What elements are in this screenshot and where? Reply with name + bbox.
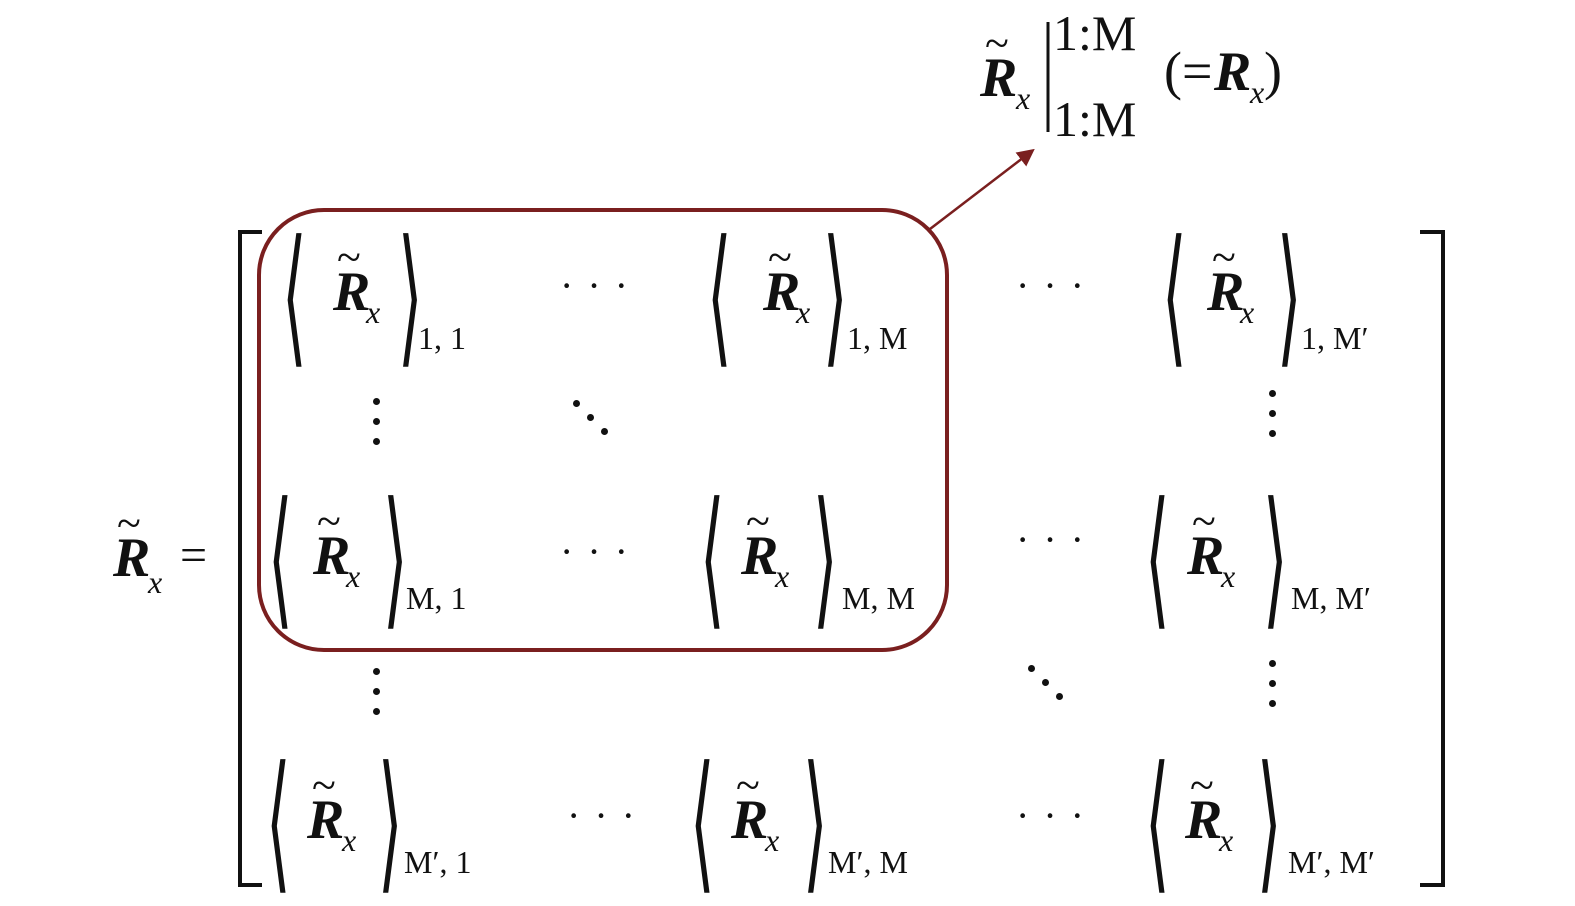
left-matrix-bracket xyxy=(238,230,262,887)
symbol-subscript: x xyxy=(775,558,790,594)
entry-index: 1, M xyxy=(847,320,908,356)
submatrix-arrow xyxy=(929,148,1035,230)
label-tilde: ~ xyxy=(985,19,1009,68)
left-angle-bracket: ⟨ xyxy=(690,740,715,906)
left-angle-bracket: ⟨ xyxy=(268,476,293,642)
right-angle-bracket: ⟩ xyxy=(1257,740,1282,906)
symbol-base: R xyxy=(333,261,371,323)
equivalence-close: ) xyxy=(1264,41,1282,101)
tilde: ~ xyxy=(736,761,760,810)
symbol-subscript: x xyxy=(342,822,357,858)
left-angle-bracket: ⟨ xyxy=(1145,476,1170,642)
left-angle-bracket: ⟨ xyxy=(1162,214,1187,380)
lhs-base: R xyxy=(113,527,151,589)
column-range: 1:M xyxy=(1053,5,1137,61)
right-angle-bracket: ⟩ xyxy=(378,740,403,906)
row-M-ellipsis-2: · · · xyxy=(1016,517,1086,562)
tilde: ~ xyxy=(746,497,770,546)
tilde: ~ xyxy=(317,497,341,546)
left-angle-bracket: ⟨ xyxy=(700,476,725,642)
entry-index: 1, 1 xyxy=(418,320,466,356)
right-angle-bracket: ⟩ xyxy=(1263,476,1288,642)
lhs-subscript: x xyxy=(148,564,163,600)
row-Mprime-ellipsis-2: · · · xyxy=(1016,793,1086,838)
row-Mprime-ellipsis-1: · · · xyxy=(567,793,637,838)
left-angle-bracket: ⟨ xyxy=(282,214,307,380)
entry-index: M′, 1 xyxy=(404,844,472,880)
left-angle-bracket: ⟨ xyxy=(266,740,291,906)
tilde: ~ xyxy=(337,233,361,282)
symbol-base: R xyxy=(1207,261,1245,323)
symbol-subscript: x xyxy=(346,558,361,594)
label-subscript: x xyxy=(1016,80,1031,116)
row-1-ellipsis-1: · · · xyxy=(560,263,630,308)
row-range: 1:M xyxy=(1053,91,1137,147)
right-angle-bracket: ⟩ xyxy=(1277,214,1302,380)
symbol-base: R xyxy=(1185,789,1223,851)
submatrix-highlight-box xyxy=(257,208,949,652)
equals-sign: = xyxy=(180,529,208,582)
entry-index: M′, M′ xyxy=(1288,844,1375,880)
symbol-base: R xyxy=(741,525,779,587)
symbol-base: R xyxy=(763,261,801,323)
symbol-subscript: x xyxy=(765,822,780,858)
entry-index: M, M xyxy=(842,580,915,616)
right-angle-bracket: ⟩ xyxy=(398,214,423,380)
row-1-ellipsis-2: · · · xyxy=(1016,263,1086,308)
symbol-subscript: x xyxy=(1240,294,1255,330)
entry-index: 1, M′ xyxy=(1301,320,1369,356)
tilde: ~ xyxy=(1190,761,1214,810)
symbol-base: R xyxy=(1187,525,1225,587)
equivalence-open: (= xyxy=(1164,41,1213,101)
row-M-ellipsis-1: · · · xyxy=(560,529,630,574)
entry-index: M′, M xyxy=(828,844,908,880)
symbol-subscript: x xyxy=(796,294,811,330)
symbol-base: R xyxy=(307,789,345,851)
symbol-base: R xyxy=(313,525,351,587)
equivalence-base: R xyxy=(1214,41,1252,103)
label-base: R xyxy=(980,47,1018,109)
tilde: ~ xyxy=(312,761,336,810)
right-matrix-bracket xyxy=(1420,230,1445,887)
right-angle-bracket: ⟩ xyxy=(383,476,408,642)
left-angle-bracket: ⟨ xyxy=(707,214,732,380)
left-angle-bracket: ⟨ xyxy=(1145,740,1170,906)
lhs-tilde: ~ xyxy=(117,499,141,548)
tilde: ~ xyxy=(1212,233,1236,282)
right-angle-bracket: ⟩ xyxy=(803,740,828,906)
symbol-base: R xyxy=(731,789,769,851)
tilde: ~ xyxy=(1192,497,1216,546)
equivalence-subscript: x xyxy=(1250,74,1265,110)
entry-index: M, 1 xyxy=(406,580,467,616)
entry-index: M, M′ xyxy=(1291,580,1371,616)
symbol-subscript: x xyxy=(1221,558,1236,594)
right-angle-bracket: ⟩ xyxy=(813,476,838,642)
tilde: ~ xyxy=(768,233,792,282)
right-angle-bracket: ⟩ xyxy=(823,214,848,380)
symbol-subscript: x xyxy=(366,294,381,330)
symbol-subscript: x xyxy=(1219,822,1234,858)
